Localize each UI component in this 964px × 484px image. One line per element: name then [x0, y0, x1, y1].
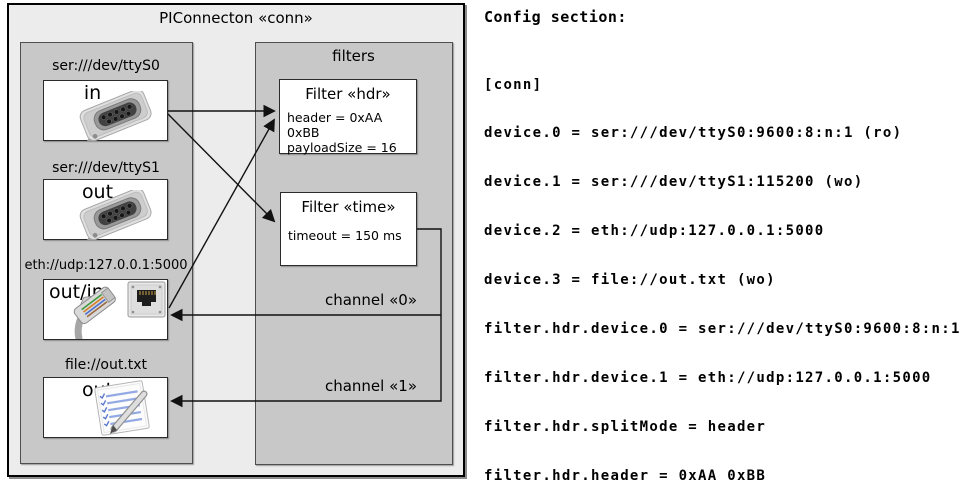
channel-0-label: channel «0» — [324, 291, 417, 309]
serial-connector-icon — [79, 190, 152, 240]
config-line: device.2 = eth://udp:127.0.0.1:5000 — [484, 223, 825, 240]
filter-prop: header = 0xAA 0xBB — [287, 110, 383, 140]
config-line: device.0 = ser:///dev/ttyS0:9600:8:n:1 (… — [484, 125, 903, 142]
filter-title: Filter «time» — [301, 198, 396, 216]
notepad-icon — [94, 380, 150, 436]
device-node-file: out — [43, 377, 168, 438]
device-uri-label-file: file://out.txt — [64, 357, 148, 373]
device-uri-label-ttys1: ser:///dev/ttyS1 — [52, 160, 160, 176]
config-line: filter.hdr.device.1 = eth://udp:127.0.0.… — [484, 369, 932, 386]
config-section: [conn] device.0 = ser:///dev/ttyS0:9600:… — [484, 44, 964, 484]
config-line: [conn] — [484, 76, 543, 93]
ethernet-connector-icon — [73, 281, 166, 339]
config-line: device.1 = ser:///dev/ttyS1:115200 (wo) — [484, 174, 864, 191]
diagram-title: PIConnecton «conn» — [159, 9, 313, 27]
device-port-label: in — [83, 82, 102, 104]
filter-node-time: Filter «time» timeout = 150 ms — [280, 192, 417, 266]
filter-prop: payloadSize = 16 — [287, 140, 397, 155]
config-line: filter.hdr.splitMode = header — [484, 418, 767, 435]
filter-title: Filter «hdr» — [305, 85, 391, 103]
device-node-ttys1: out — [43, 179, 168, 240]
channel-1-label: channel «1» — [324, 377, 417, 395]
config-heading: Config section: — [484, 8, 627, 26]
config-line: device.3 = file://out.txt (wo) — [484, 272, 776, 289]
filters-group-label: filters — [332, 47, 375, 65]
device-uri-label-eth: eth://udp:127.0.0.1:5000 — [24, 258, 188, 273]
config-line: filter.hdr.header = 0xAA 0xBB — [484, 467, 767, 484]
device-uri-label-ttys0: ser:///dev/ttyS0 — [52, 58, 160, 74]
device-node-ttys0: in — [43, 80, 168, 141]
filter-node-hdr: Filter «hdr» header = 0xAA 0xBB payloadS… — [279, 79, 417, 155]
device-node-eth: out/in — [43, 279, 168, 340]
device-port-label: out — [81, 181, 114, 203]
config-line: filter.hdr.device.0 = ser:///dev/ttyS0:9… — [484, 321, 961, 338]
filter-prop: timeout = 150 ms — [288, 228, 402, 243]
serial-connector-icon — [79, 91, 152, 141]
